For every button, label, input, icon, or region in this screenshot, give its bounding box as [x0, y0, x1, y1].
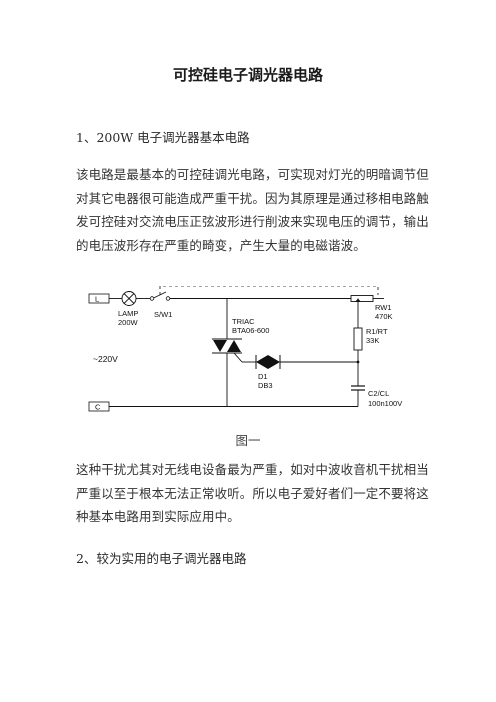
page-title: 可控硅电子调光器电路: [172, 66, 323, 84]
diac-symbol: [255, 355, 281, 369]
resistor-symbol: [353, 327, 363, 351]
pot-value: 470K: [375, 312, 393, 321]
diac-part: DB3: [258, 381, 273, 390]
cap-value: 100n100V: [368, 399, 402, 408]
lamp-label: LAMP: [118, 309, 138, 318]
diac-label: D1: [258, 372, 268, 381]
potentiometer-symbol: [350, 295, 384, 310]
lamp-rating: 200W: [118, 318, 139, 327]
triac-label: TRIAC: [232, 317, 255, 326]
capacitor-symbol: [351, 385, 365, 391]
pot-label: RW1: [375, 303, 392, 312]
switch-label: S/W1: [154, 310, 172, 319]
resistor-label: R1/RT: [366, 327, 388, 336]
terminal-l-label: L: [95, 295, 99, 304]
resistor-value: 33K: [366, 336, 379, 345]
section-heading-2: 2、较为实用的电子调光器电路: [76, 551, 247, 566]
cap-label: C2/CL: [368, 389, 389, 398]
triac-part: BTA06-600: [232, 326, 269, 335]
supply-label: ~220V: [93, 354, 118, 364]
figure-caption: 图一: [235, 433, 261, 448]
terminal-c-label: C: [95, 403, 101, 412]
paragraph-1: 该电路是最基本的可控硅调光电路，可实现对灯光的明暗调节但对其它电器很可能造成严重…: [76, 167, 429, 253]
section-heading-1: 1、200W 电子调光器基本电路: [76, 130, 250, 145]
ganged-link-dashed: [159, 286, 379, 295]
circuit-diagram: L C LAMP 200W S/W1 RW1 470K R1/RT 33K C2…: [88, 286, 402, 412]
lamp-symbol: [121, 291, 137, 306]
paragraph-2: 这种干扰尤其对无线电设备最为严重，如对中波收音机干扰相当严重以至于根本无法正常收…: [76, 462, 429, 524]
